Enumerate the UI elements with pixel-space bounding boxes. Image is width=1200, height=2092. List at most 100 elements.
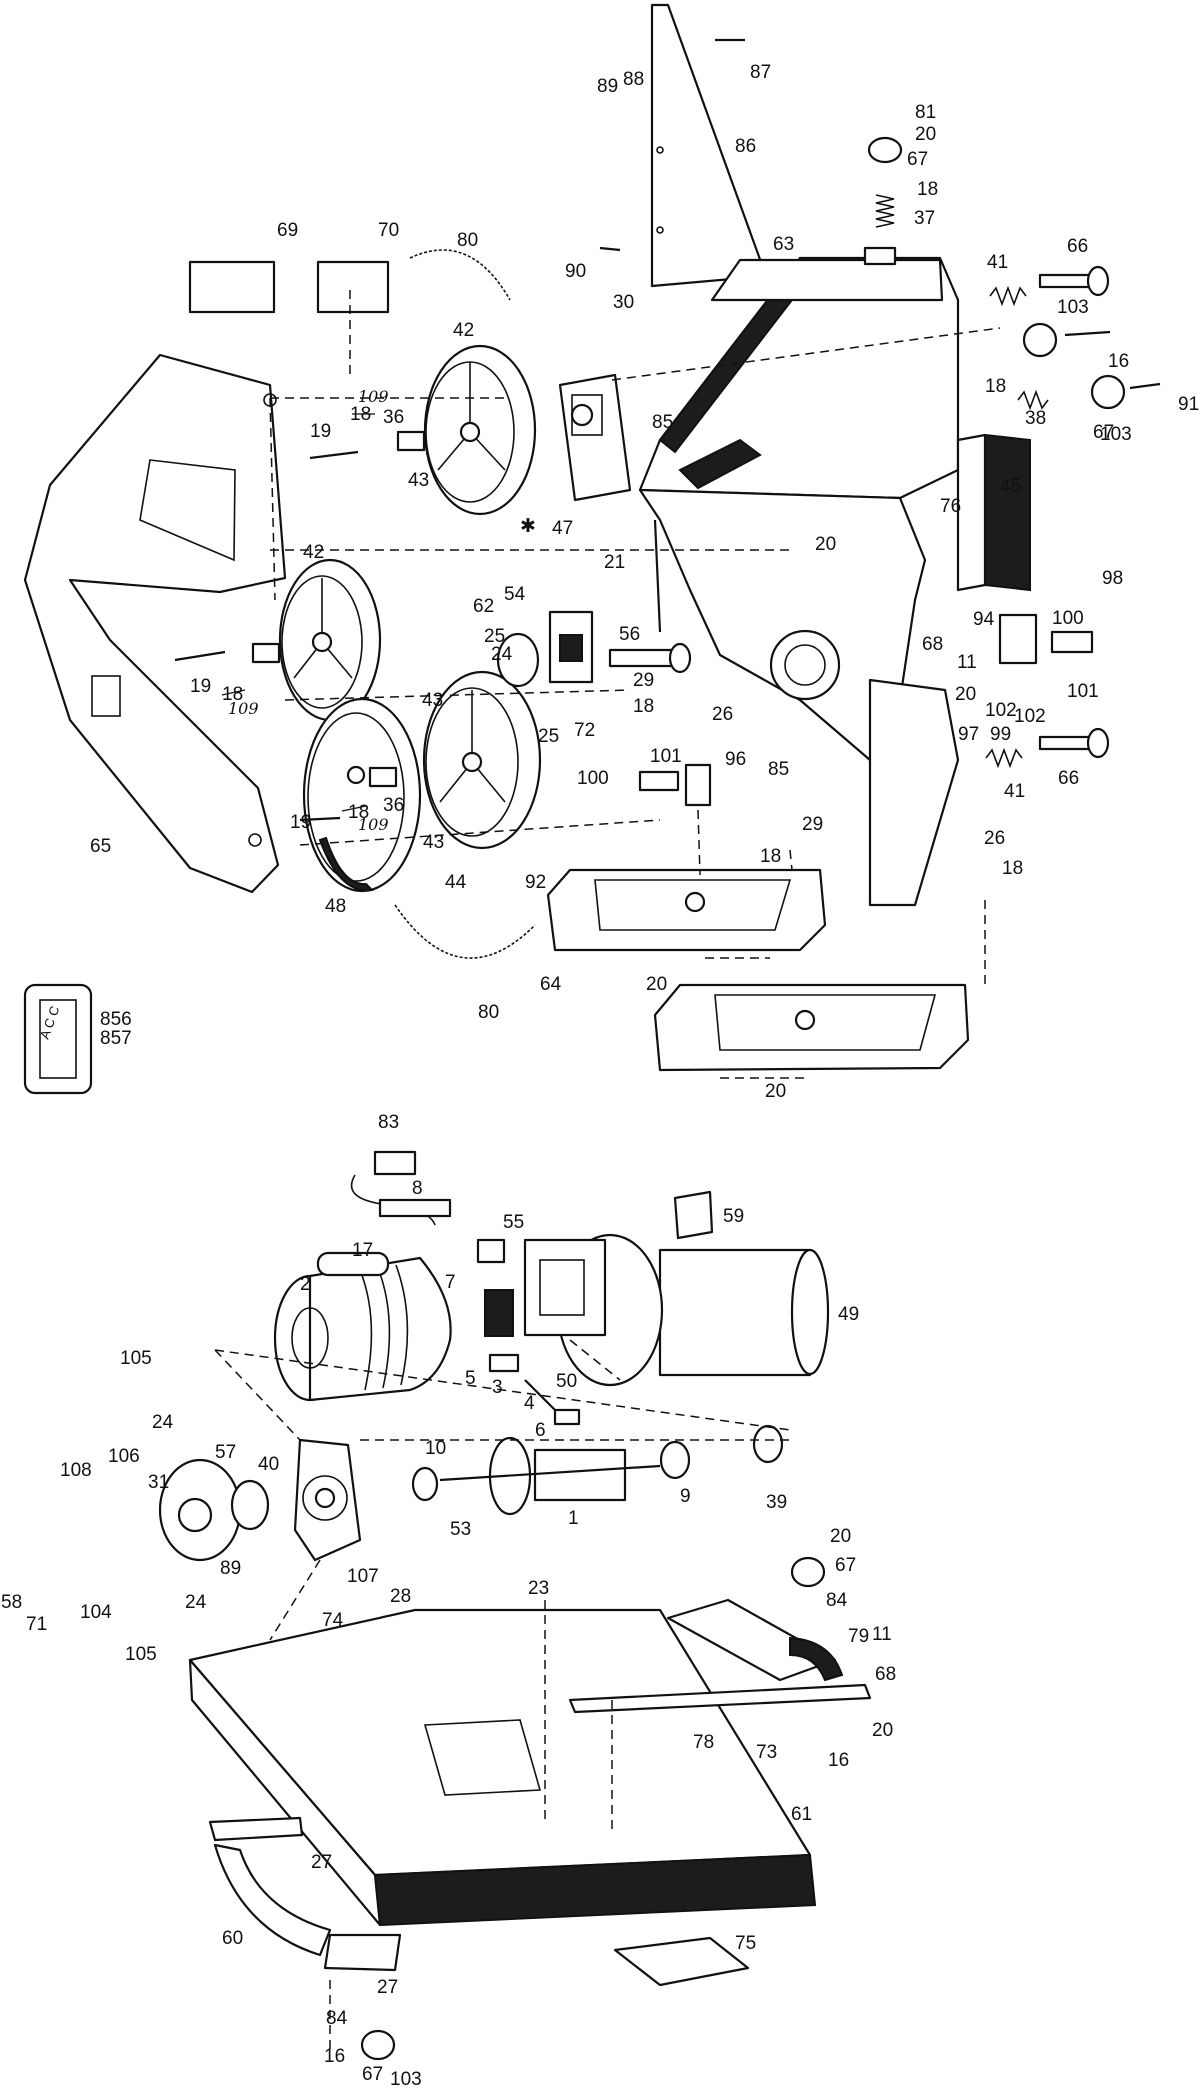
- base-plate-92: [546, 868, 827, 952]
- part-label-89: 89: [597, 76, 618, 97]
- part-label-1: 1: [568, 1508, 579, 1529]
- part-label-104: 104: [80, 1602, 112, 1623]
- part-label-48: 48: [325, 896, 346, 917]
- part-label-11: 11: [872, 1624, 892, 1645]
- part-label-16: 16: [324, 2046, 345, 2067]
- part-label-18: 18: [222, 684, 243, 705]
- part-label-18: 18: [917, 179, 938, 200]
- part-label-43: 43: [422, 690, 443, 711]
- part-label-55: 55: [503, 1212, 524, 1233]
- table-61: [188, 1608, 817, 1927]
- part-label-105: 105: [120, 1348, 152, 1369]
- part-label-30: 30: [613, 292, 634, 313]
- end-bell-107: [293, 1438, 362, 1562]
- spring-41-lower: [985, 747, 1023, 769]
- spacer-36-c: [368, 766, 398, 788]
- part-label-856: 856: [100, 1009, 132, 1030]
- part-label-58: 58: [1, 1592, 22, 1613]
- part-label-70: 70: [378, 220, 399, 241]
- bearing-9: [659, 1440, 691, 1480]
- trunnion-60: [208, 1816, 402, 1972]
- part-label-84: 84: [826, 1590, 848, 1611]
- part-label-99: 99: [990, 724, 1011, 745]
- saw-blade-80-lower: [394, 904, 536, 959]
- spacer-36-b: [251, 642, 281, 664]
- part-label-10: 10: [425, 1438, 446, 1459]
- knob-67-top: [867, 136, 903, 164]
- part-label-108: 108: [60, 1460, 92, 1481]
- part-label-36: 36: [383, 407, 404, 428]
- part-label-91: 91: [1178, 394, 1199, 415]
- hose-17: [316, 1251, 390, 1277]
- part-label-20: 20: [915, 124, 936, 145]
- part-label-57: 57: [215, 1442, 236, 1463]
- part-label-24: 24: [185, 1592, 207, 1613]
- wheel-housing-65: [23, 353, 287, 894]
- part-label-857: 857: [100, 1028, 132, 1049]
- part-label-37: 37: [914, 208, 935, 229]
- part-label-69: 69: [277, 220, 298, 241]
- screws-upper: [174, 38, 1161, 822]
- switch-54: [496, 610, 594, 688]
- knob-66-upper: [1038, 265, 1110, 297]
- spring-41-upper: [989, 285, 1027, 307]
- part-label-103: 103: [1100, 424, 1132, 445]
- part-label-67: 67: [907, 149, 928, 170]
- part-label-20: 20: [765, 1081, 786, 1102]
- part-label-73: 73: [756, 1742, 777, 1763]
- part-label-79: 79: [848, 1626, 869, 1647]
- brushes: [488, 1353, 581, 1426]
- asterisk-mark: ✱: [520, 516, 536, 537]
- part-label-26: 26: [984, 828, 1005, 849]
- tension-screw-56: [608, 642, 692, 674]
- saw-blade-80-upper: [409, 249, 511, 301]
- guide-block-94: [638, 613, 1094, 792]
- part-label-20: 20: [815, 534, 836, 555]
- part-label-78: 78: [693, 1732, 714, 1753]
- leader-lines: [221, 413, 375, 812]
- base-plate-64: [653, 983, 970, 1072]
- pin-21: [653, 519, 662, 633]
- part-label-105: 105: [125, 1644, 157, 1665]
- part-label-19: 19: [190, 676, 211, 697]
- part-label-87: 87: [750, 62, 771, 83]
- part-label-25: 25: [484, 626, 505, 647]
- part-label-107: 107: [347, 1566, 379, 1587]
- part-label-27: 27: [377, 1977, 398, 1998]
- alignment-lines-lower: [214, 1339, 791, 2050]
- part-label-44: 44: [445, 872, 467, 893]
- part-label-88: 88: [623, 69, 644, 90]
- part-label-19: 19: [290, 812, 311, 833]
- part-label-84: 84: [326, 2008, 348, 2029]
- label-59: [673, 1190, 714, 1240]
- guide-post-45: [956, 433, 1031, 592]
- part-label-85: 85: [768, 759, 789, 780]
- knob-66-lower: [1038, 727, 1110, 759]
- spring-38: [1017, 389, 1049, 411]
- part-label-5: 5: [465, 1368, 476, 1389]
- part-label-21: 21: [604, 552, 625, 573]
- part-label-41: 41: [987, 252, 1008, 273]
- ring-40: [230, 1479, 270, 1531]
- part-label-31: 31: [148, 1472, 169, 1493]
- part-label-106: 106: [108, 1446, 140, 1467]
- spacer-36-a: [396, 430, 426, 452]
- part-label-80: 80: [457, 230, 478, 251]
- accessory-box: A C C: [23, 983, 93, 1095]
- frame-middle: [638, 438, 960, 907]
- part-label-42: 42: [453, 320, 474, 341]
- fence-78: [568, 1683, 872, 1714]
- part-label-67: 67: [1093, 422, 1114, 443]
- knob-67-lower: [790, 1556, 826, 1588]
- part-label-41: 41: [1004, 781, 1025, 802]
- upper-wheel-42: [423, 344, 537, 516]
- part-label-18: 18: [633, 696, 654, 717]
- part-label-85: 85: [652, 412, 673, 433]
- part-label-109: 109: [228, 699, 259, 718]
- part-label-80: 80: [478, 1002, 499, 1023]
- part-label-20: 20: [872, 1720, 893, 1741]
- part-label-6: 6: [535, 1420, 546, 1441]
- part-label-8: 8: [412, 1178, 423, 1199]
